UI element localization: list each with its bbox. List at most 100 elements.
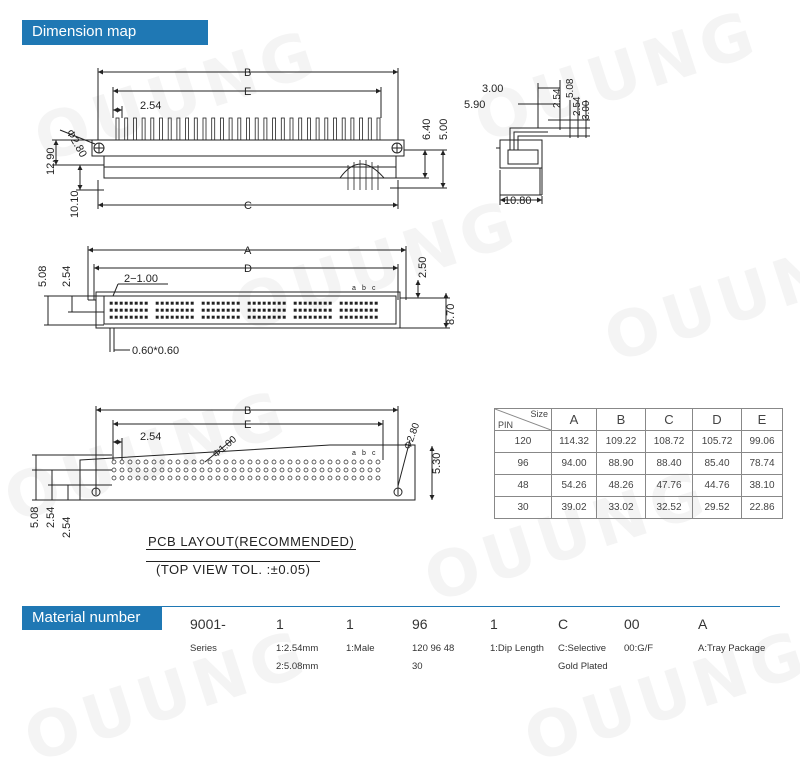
dim-label: E (244, 86, 251, 98)
top-pin (257, 301, 261, 305)
top-pin (308, 315, 312, 319)
pcb-hole (143, 459, 149, 465)
top-pin (221, 315, 225, 319)
top-pin (354, 308, 358, 312)
pcb-hole (207, 467, 213, 473)
top-pin (226, 301, 230, 305)
dim-label: C (244, 200, 252, 212)
code-package: A (698, 616, 708, 632)
top-pin (165, 301, 169, 305)
desc-package: A:Tray Package (698, 643, 766, 654)
top-pin (262, 301, 266, 305)
pcb-hole (271, 467, 277, 473)
top-pin (155, 308, 159, 312)
top-pin (313, 315, 317, 319)
top-pin (369, 301, 373, 305)
pcb-layout-tolerance: (TOP VIEW TOL. :±0.05) (146, 561, 321, 577)
pcb-hole (159, 459, 165, 465)
top-pin (364, 308, 368, 312)
top-pin (185, 308, 189, 312)
dim-label: B (244, 67, 251, 79)
top-pin (190, 308, 194, 312)
pcb-hole (303, 459, 309, 465)
top-pin (328, 301, 332, 305)
top-pin (155, 301, 159, 305)
pcb-hole (343, 475, 349, 481)
pcb-hole (247, 475, 253, 481)
front-pin (254, 117, 259, 141)
dim-label: 3.00 (581, 100, 592, 120)
front-pin (315, 117, 320, 141)
top-pin (160, 308, 164, 312)
top-pin (277, 308, 281, 312)
top-pin (247, 308, 251, 312)
dim-label: 2−1.00 (124, 273, 158, 285)
code-gf: 00 (624, 616, 640, 632)
value-cell: 105.72 (692, 430, 742, 453)
top-pin (359, 308, 363, 312)
col-header-b: B (596, 408, 646, 431)
front-pin (246, 117, 250, 141)
top-pin (369, 308, 373, 312)
top-pin (134, 315, 138, 319)
code-series: 9001- (190, 616, 226, 632)
value-cell: 38.10 (741, 474, 783, 497)
row-label: a (352, 450, 356, 457)
dimension-drawing: B E 2.54 C Φ2.80 12.90 10.10 6.40 5.00 3… (29, 67, 592, 538)
pcb-layout-caption: PCB LAYOUT(RECOMMENDED) (146, 534, 357, 550)
top-pin (236, 301, 240, 305)
top-pin (257, 315, 261, 319)
top-pin (180, 301, 184, 305)
front-pin (263, 117, 268, 141)
pcb-hole (127, 475, 133, 481)
top-pin (303, 315, 307, 319)
top-pin (344, 315, 348, 319)
dim-label: 2.54 (572, 96, 583, 116)
pcb-hole (327, 467, 333, 473)
top-pin (252, 315, 256, 319)
top-pin (124, 308, 128, 312)
desc-gender: 1:Male (346, 643, 375, 654)
pcb-hole (127, 459, 133, 465)
code-pins: 96 (412, 616, 428, 632)
top-pin (298, 308, 302, 312)
pcb-hole (223, 475, 229, 481)
pcb-hole (111, 467, 117, 473)
row-label: a (352, 285, 356, 292)
top-pin (221, 301, 225, 305)
pcb-hole (135, 459, 141, 465)
front-pin (272, 117, 277, 141)
col-header-d: D (692, 408, 742, 431)
top-pin (119, 308, 123, 312)
top-pin (185, 301, 189, 305)
pcb-hole (343, 459, 349, 465)
pcb-hole (215, 459, 221, 465)
top-pin (349, 301, 353, 305)
pcb-hole (335, 459, 341, 465)
top-pin (124, 301, 128, 305)
front-pin (289, 117, 294, 141)
pcb-hole (287, 459, 293, 465)
pcb-hole (135, 467, 141, 473)
row-label: b (362, 450, 366, 457)
top-pin (282, 315, 286, 319)
top-pin (267, 308, 271, 312)
pcb-hole (319, 459, 325, 465)
top-pin (124, 315, 128, 319)
top-pin (354, 301, 358, 305)
pcb-hole (303, 475, 309, 481)
dim-label: 5.30 (431, 453, 443, 474)
top-pin (201, 301, 205, 305)
pin-cell: 30 (494, 496, 552, 519)
dim-label: Φ1.00 (211, 434, 239, 460)
top-pin (170, 315, 174, 319)
top-pin (318, 301, 322, 305)
top-pin (231, 315, 235, 319)
top-pin (349, 308, 353, 312)
pcb-hole (175, 467, 181, 473)
top-pin (313, 308, 317, 312)
pcb-hole (175, 459, 181, 465)
watermark: OUUNG (16, 616, 319, 777)
top-pin (308, 308, 312, 312)
